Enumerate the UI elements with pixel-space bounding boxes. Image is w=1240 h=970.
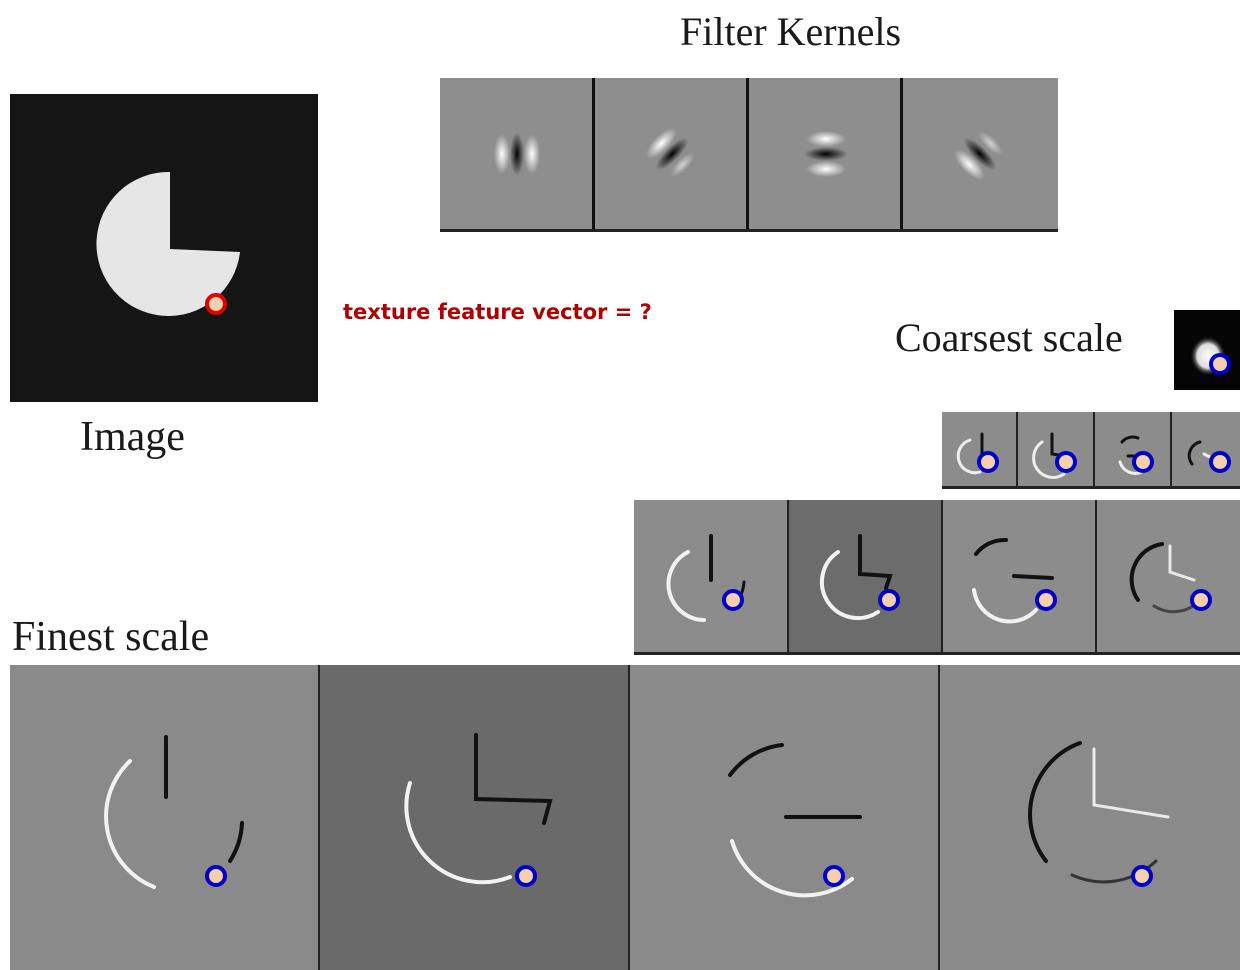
coarsest-scale-image: [1174, 310, 1240, 390]
finest-marker-3: [823, 865, 845, 887]
diagonal-up-kernel: [954, 131, 1003, 180]
coarsest-marker: [1209, 353, 1231, 375]
finest-marker-4: [1131, 865, 1153, 887]
finest-scale-strip: [10, 665, 1240, 970]
scale-level-3-underline: [634, 652, 1240, 655]
scale-level-2-strip: [942, 412, 1240, 486]
filter-kernels-strip: [440, 78, 1058, 230]
scale-2-marker-3: [1132, 451, 1154, 473]
input-image: [10, 94, 318, 402]
diagonal-down-kernel: [646, 128, 695, 177]
horizontal-kernel: [804, 131, 848, 177]
feature-vector-question: texture feature vector = ?: [343, 300, 652, 324]
scale-3-marker-4: [1190, 589, 1212, 611]
scale-3-marker-2: [878, 589, 900, 611]
scale-2-marker-4: [1209, 451, 1231, 473]
filter-kernels-title: Filter Kernels: [680, 9, 902, 54]
scale-level-2-underline: [942, 486, 1240, 489]
scale-3-marker-1: [722, 589, 744, 611]
finest-marker-2: [515, 865, 537, 887]
kernels-underline: [440, 229, 1058, 232]
scale-3-marker-3: [1035, 589, 1057, 611]
query-point-marker: [205, 293, 227, 315]
coarsest-scale-label: Coarsest scale: [895, 315, 1123, 360]
scale-2-marker-2: [1055, 451, 1077, 473]
pacman-shape: [96, 171, 240, 316]
vertical-kernel: [494, 132, 540, 176]
scale-2-marker-1: [977, 451, 999, 473]
finest-marker-1: [205, 865, 227, 887]
finest-scale-label: Finest scale: [12, 614, 210, 660]
scale-level-3-strip: [634, 500, 1240, 652]
image-label: Image: [80, 414, 185, 460]
